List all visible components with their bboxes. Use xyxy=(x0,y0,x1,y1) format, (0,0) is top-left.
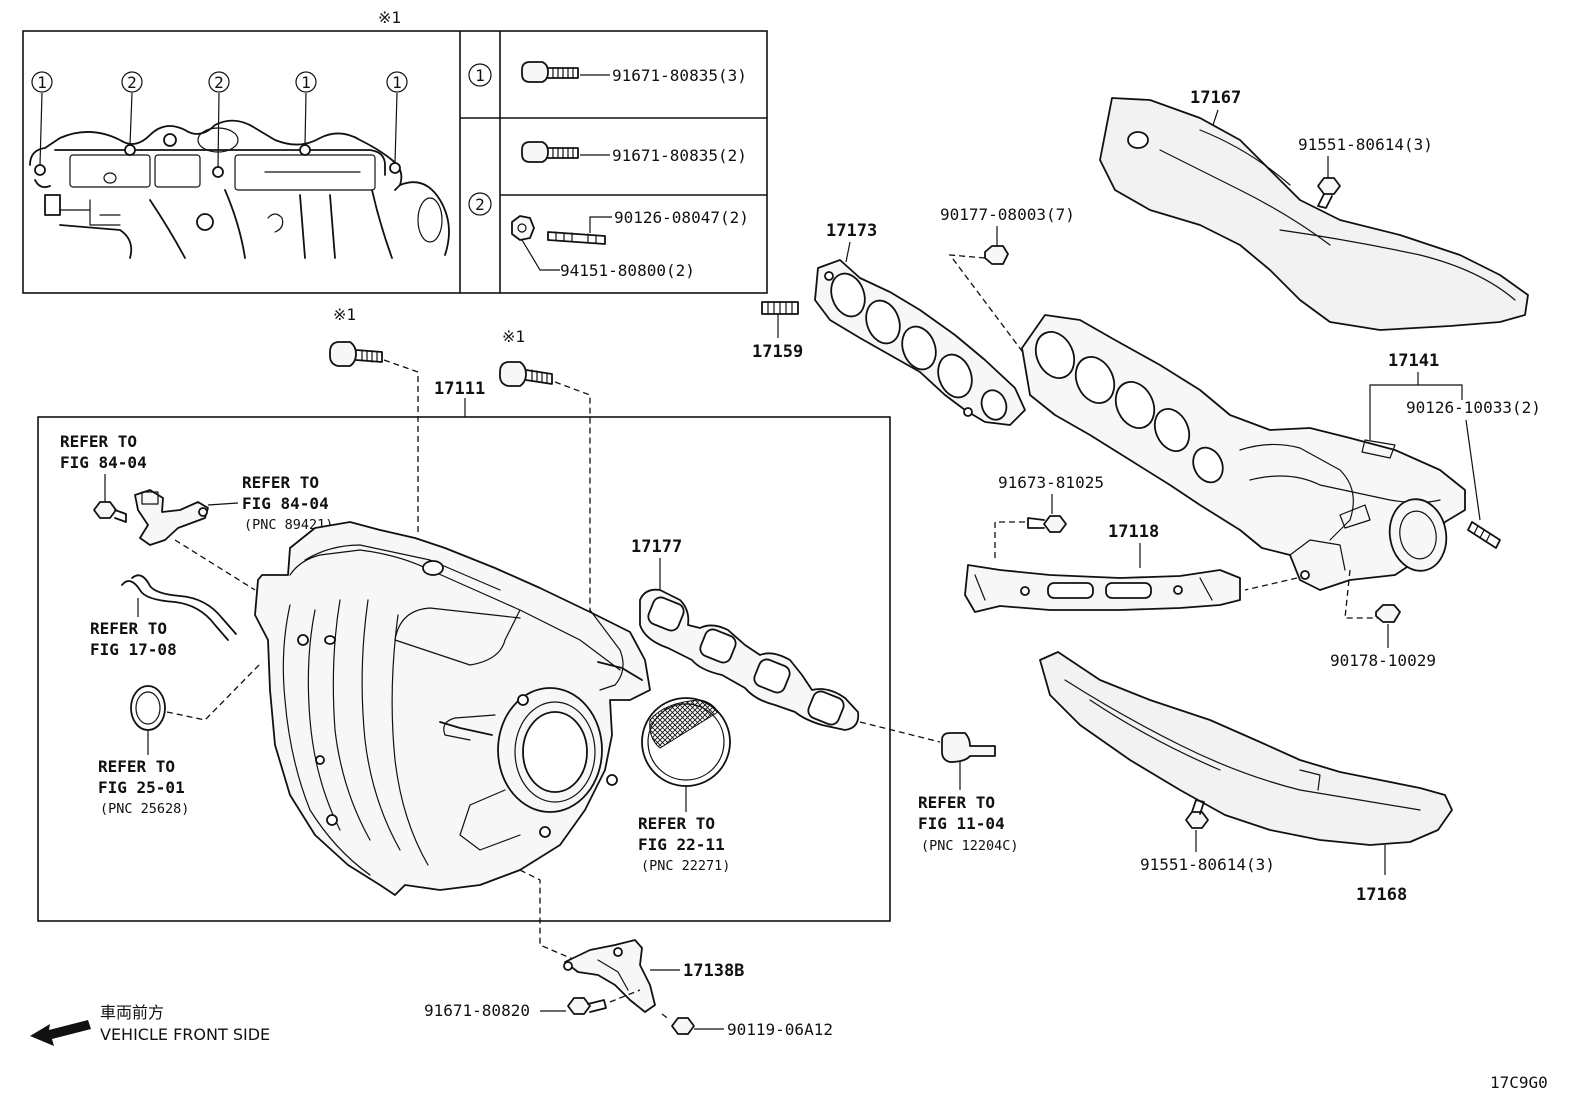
stud-bolt-17159: 17159 xyxy=(752,301,803,362)
svg-text:1: 1 xyxy=(392,73,402,92)
refer-fig-22-11-gasket: REFER TO FIG 22-11 (PNC 22271) xyxy=(638,697,731,874)
legend-group-2: 2 91671-80835(2) 90126-08047(2) 94151-80… xyxy=(468,141,749,280)
part-number-17173: 17173 xyxy=(826,221,877,241)
heat-insulator-17168: 17168 xyxy=(1039,651,1453,905)
svg-text:1: 1 xyxy=(301,73,311,92)
inset-marker-e: 1 xyxy=(386,71,408,93)
part-number-17111: 17111 xyxy=(434,379,485,399)
stud-icon xyxy=(547,231,606,245)
part-number-17141: 17141 xyxy=(1388,351,1439,371)
refer-fig-11-04-plug: REFER TO FIG 11-04 (PNC 12204C) xyxy=(918,732,1019,854)
legend-part-91671-80835-2: 91671-80835(2) xyxy=(612,146,747,165)
refer-fig-25-01-gasket: REFER TO FIG 25-01 (PNC 25628) xyxy=(98,661,263,817)
svg-text:FIG 22-11: FIG 22-11 xyxy=(638,835,725,854)
legend-group-1-label: 1 xyxy=(475,66,485,85)
front-label-japanese: 車両前方 xyxy=(100,1003,164,1022)
intake-assembly-frame xyxy=(37,416,891,922)
part-number-17159: 17159 xyxy=(752,342,803,362)
svg-text:FIG 25-01: FIG 25-01 xyxy=(98,778,185,797)
exhaust-manifold-17141: 17141 xyxy=(1021,314,1466,619)
part-number-90178-10029: 90178-10029 xyxy=(1330,651,1436,670)
flange-bolt-left: ※1 xyxy=(329,305,419,535)
svg-text:FIG 84-04: FIG 84-04 xyxy=(60,453,147,472)
part-number-17167: 17167 xyxy=(1190,88,1241,108)
bolt-icon xyxy=(521,141,579,163)
bolt-icon xyxy=(521,61,579,83)
refer-fig-17-08-hose: REFER TO FIG 17-08 xyxy=(90,574,237,659)
note-mark-bolt-right: ※1 xyxy=(502,327,525,346)
svg-text:(PNC 89421): (PNC 89421) xyxy=(244,517,333,533)
intake-manifold-body xyxy=(254,521,651,896)
svg-text:(PNC 12204C): (PNC 12204C) xyxy=(921,838,1019,854)
svg-text:2: 2 xyxy=(214,73,224,92)
svg-text:FIG 84-04: FIG 84-04 xyxy=(242,494,329,513)
figure-code: 17C9G0 xyxy=(1490,1073,1548,1092)
heat-insulator-17167: 17167 xyxy=(1099,88,1529,331)
note-mark-inset: ※1 xyxy=(378,8,401,27)
svg-text:REFER TO: REFER TO xyxy=(90,619,167,638)
svg-text:REFER TO: REFER TO xyxy=(60,432,137,451)
front-label-english: VEHICLE FRONT SIDE xyxy=(100,1025,270,1044)
manifold-stay-17118: 91673-81025 17118 xyxy=(964,473,1241,613)
bolt-91551-80614-lower: 91551-80614(3) xyxy=(1140,799,1275,874)
part-number-17168: 17168 xyxy=(1356,885,1407,905)
inset-marker-c: 2 xyxy=(208,71,230,93)
svg-text:(PNC 25628): (PNC 25628) xyxy=(100,801,189,817)
intake-gasket-17177: 17177 xyxy=(631,537,941,743)
legend-part-94151-80800-2: 94151-80800(2) xyxy=(560,261,695,280)
inset-marker-a: 1 xyxy=(31,71,53,93)
svg-text:REFER TO: REFER TO xyxy=(98,757,175,776)
part-number-91551-80614-upper: 91551-80614(3) xyxy=(1298,135,1433,154)
svg-text:(PNC 22271): (PNC 22271) xyxy=(641,858,730,874)
legend-part-91671-80835-3: 91671-80835(3) xyxy=(612,66,747,85)
nut-90177-08003: 90177-08003(7) xyxy=(940,205,1075,356)
part-number-17138B: 17138B xyxy=(683,961,744,981)
intake-bracket-17138B: 17138B 91671-80820 90119-06A12 xyxy=(424,869,833,1039)
legend-group-2-label: 2 xyxy=(475,195,485,214)
part-number-17177: 17177 xyxy=(631,537,682,557)
inset-manifold-sketch xyxy=(29,92,450,259)
svg-text:FIG 11-04: FIG 11-04 xyxy=(918,814,1005,833)
note-mark-bolt-left: ※1 xyxy=(333,305,356,324)
bolt-91551-80614-upper: 91551-80614(3) xyxy=(1298,135,1433,209)
svg-text:REFER TO: REFER TO xyxy=(638,814,715,833)
nut-icon xyxy=(511,215,535,241)
part-number-90126-10033: 90126-10033(2) xyxy=(1406,398,1541,417)
svg-text:2: 2 xyxy=(127,73,137,92)
vehicle-front-indicator: 車両前方 VEHICLE FRONT SIDE xyxy=(30,1003,270,1046)
part-number-91551-80614-lower: 91551-80614(3) xyxy=(1140,855,1275,874)
inset-marker-d: 1 xyxy=(295,71,317,93)
svg-text:REFER TO: REFER TO xyxy=(918,793,995,812)
svg-text:FIG 17-08: FIG 17-08 xyxy=(90,640,177,659)
part-number-91673-81025: 91673-81025 xyxy=(998,473,1104,492)
part-number-90119-06A12: 90119-06A12 xyxy=(727,1020,833,1039)
inset-callout-box: ※1 xyxy=(22,8,768,294)
refer-fig-84-04-bolt: REFER TO FIG 84-04 xyxy=(60,432,147,523)
front-arrow-icon xyxy=(30,1020,91,1046)
exhaust-gasket-17173: 17173 xyxy=(814,221,1026,426)
stud-90126-10033: 90126-10033(2) xyxy=(1406,398,1541,549)
legend-group-1: 1 91671-80835(3) xyxy=(468,61,747,87)
legend-part-90126-08047-2: 90126-08047(2) xyxy=(614,208,749,227)
inset-frame xyxy=(22,30,768,294)
svg-text:REFER TO: REFER TO xyxy=(242,473,319,492)
part-number-17118: 17118 xyxy=(1108,522,1159,542)
refer-fig-84-04-sensor: REFER TO FIG 84-04 (PNC 89421) xyxy=(134,473,333,591)
svg-text:1: 1 xyxy=(37,73,47,92)
inset-marker-b: 2 xyxy=(121,71,143,93)
part-number-91671-80820: 91671-80820 xyxy=(424,1001,530,1020)
nut-90178-10029: 90178-10029 xyxy=(1330,604,1436,670)
part-number-90177-08003: 90177-08003(7) xyxy=(940,205,1075,224)
